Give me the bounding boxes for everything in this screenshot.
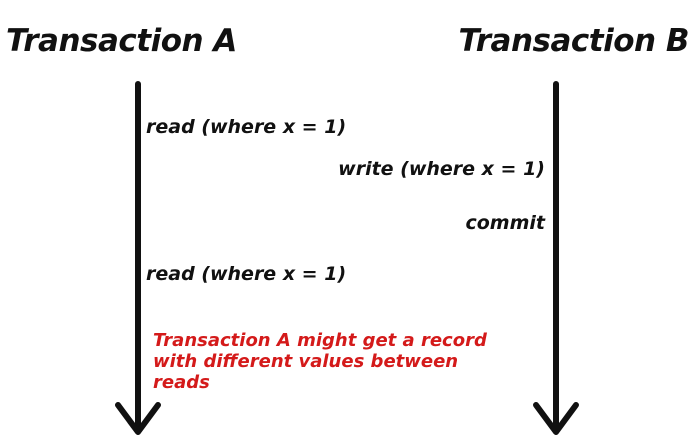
transaction-a-title: Transaction A: [6, 23, 237, 59]
arrow-down-icon: [533, 402, 579, 435]
anomaly-note-line: with different values between: [153, 351, 459, 372]
transaction-b-title: Transaction B: [458, 23, 690, 59]
anomaly-note-line: Transaction A might get a record: [153, 330, 487, 351]
transaction-a-step-read-2: read (where x = 1): [146, 263, 347, 285]
transaction-a-step-read-1: read (where x = 1): [146, 116, 347, 138]
transaction-b-step-write: write (where x = 1): [338, 158, 545, 180]
transaction-a-timeline: [115, 81, 161, 435]
transaction-b-step-commit: commit: [465, 212, 545, 234]
arrow-down-icon: [115, 402, 161, 435]
transaction-b-timeline: [533, 81, 579, 435]
anomaly-note-line: reads: [153, 372, 210, 393]
anomaly-note: Transaction A might get a record with di…: [153, 330, 573, 393]
